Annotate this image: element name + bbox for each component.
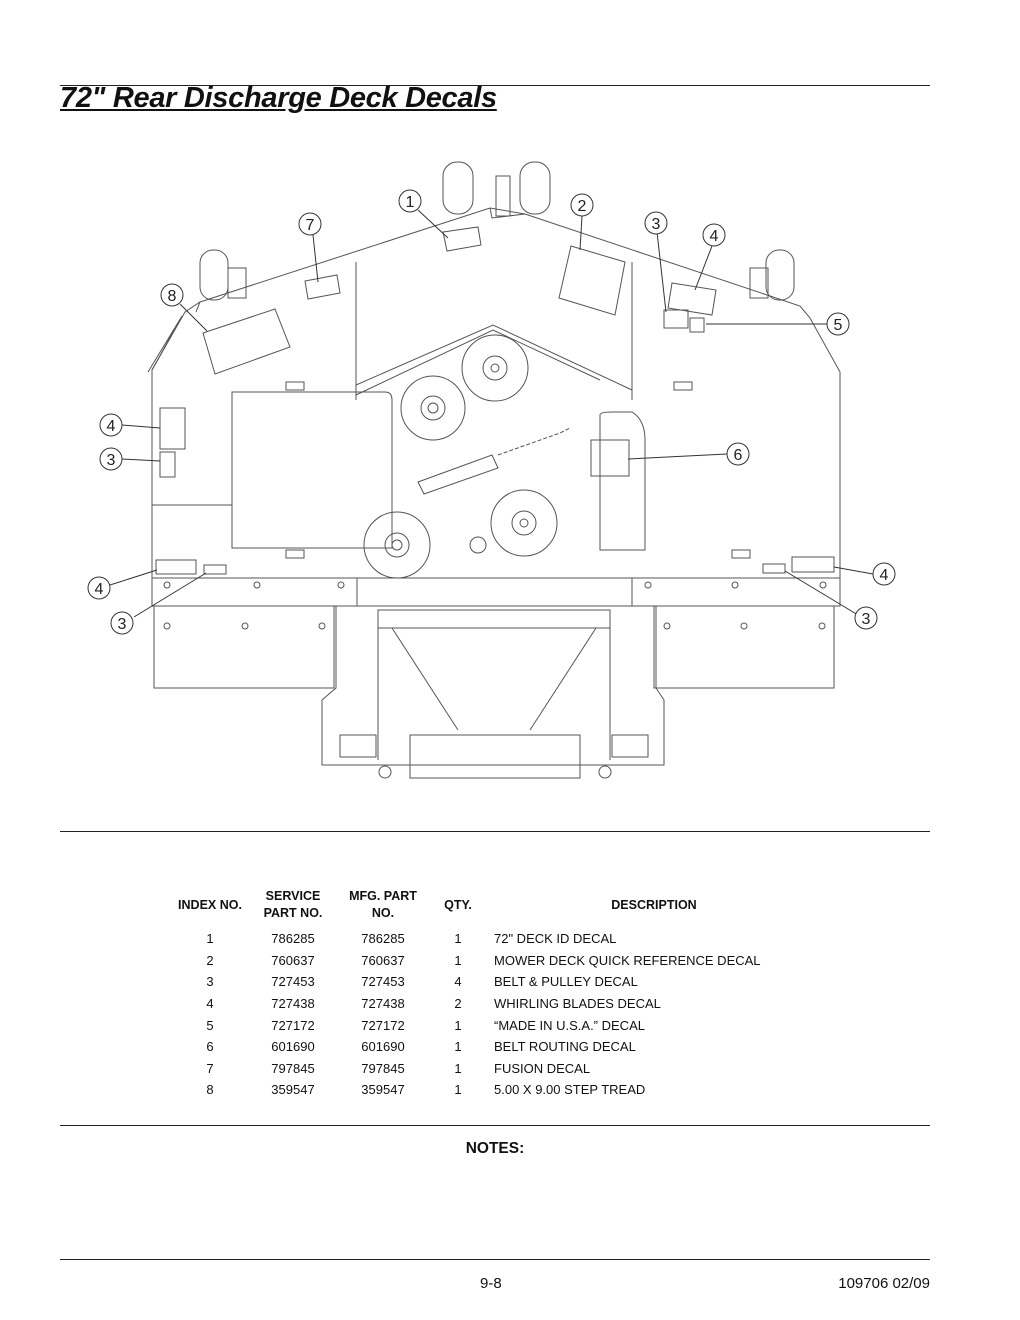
table-bottom-rule	[60, 1125, 930, 1126]
table-row: 3 727453 727453 4 BELT & PULLEY DECAL	[168, 971, 824, 993]
callout-label: 5	[834, 317, 843, 334]
callout-label: 6	[734, 447, 743, 464]
callout-label: 8	[168, 288, 177, 305]
callout-label: 4	[880, 567, 889, 584]
callout-label: 3	[862, 611, 871, 628]
cell-qty: 1	[454, 952, 462, 968]
header-mfg-part: MFG. PART NO.	[334, 886, 432, 928]
table-row: 2 760637 760637 1 MOWER DECK QUICK REFER…	[168, 950, 824, 972]
cell-mfg-part: 727453	[361, 974, 405, 990]
cell-service-part: 601690	[271, 1039, 315, 1055]
cell-index: 4	[206, 996, 214, 1012]
cell-mfg-part: 786285	[361, 931, 405, 947]
cell-description: 72" DECK ID DECAL	[494, 931, 617, 947]
table-row: 6 601690 601690 1 BELT ROUTING DECAL	[168, 1036, 824, 1058]
cell-service-part: 727172	[271, 1017, 315, 1033]
cell-service-part: 797845	[271, 1060, 315, 1076]
cell-description: BELT ROUTING DECAL	[494, 1039, 636, 1055]
cell-description: “MADE IN U.S.A.” DECAL	[494, 1017, 645, 1033]
callout-label: 3	[652, 216, 661, 233]
callout-label: 4	[107, 418, 116, 435]
cell-description: 5.00 X 9.00 STEP TREAD	[494, 1082, 646, 1098]
cell-qty: 1	[454, 1060, 462, 1076]
header-service-line2: PART NO.	[263, 906, 323, 920]
cell-index: 7	[206, 1060, 214, 1076]
cell-description: WHIRLING BLADES DECAL	[494, 996, 661, 1012]
callout-label: 4	[710, 228, 719, 245]
cell-mfg-part: 727172	[361, 1017, 405, 1033]
cell-qty: 1	[454, 931, 462, 947]
cell-mfg-part: 359547	[361, 1082, 405, 1098]
page-number: 9-8	[480, 1275, 502, 1292]
cell-index: 8	[206, 1082, 214, 1098]
table-row: 4 727438 727438 2 WHIRLING BLADES DECAL	[168, 993, 824, 1015]
cell-description: FUSION DECAL	[494, 1060, 591, 1076]
cell-qty: 1	[454, 1039, 462, 1055]
cell-qty: 4	[454, 974, 462, 990]
cell-qty: 1	[454, 1082, 462, 1098]
cell-index: 2	[206, 952, 214, 968]
cell-index: 3	[206, 974, 214, 990]
header-mfg-line1: MFG. PART	[349, 889, 417, 903]
callout-label: 7	[306, 217, 315, 234]
top-rule	[60, 85, 930, 86]
page-title: 72" Rear Discharge Deck Decals	[60, 82, 497, 114]
cell-qty: 2	[454, 996, 462, 1012]
cell-mfg-part: 727438	[361, 996, 405, 1012]
deck-decal-diagram: 1 2 3 4 5 6 7 8 4 3 4 3 4 3	[87, 161, 896, 779]
table-row: 5 727172 727172 1 “MADE IN U.S.A.” DECAL	[168, 1014, 824, 1036]
parts-table: INDEX NO. SERVICE PART NO. MFG. PART NO.…	[168, 886, 824, 1101]
cell-description: BELT & PULLEY DECAL	[494, 974, 638, 990]
cell-index: 5	[206, 1017, 214, 1033]
table-row: 8 359547 359547 1 5.00 X 9.00 STEP TREAD	[168, 1079, 824, 1101]
header-mfg-line2: NO.	[371, 906, 395, 920]
header-qty: QTY.	[444, 897, 472, 912]
notes-label: NOTES:	[465, 1140, 525, 1157]
cell-service-part: 727438	[271, 996, 315, 1012]
header-service-part: SERVICE PART NO.	[252, 886, 334, 928]
cell-mfg-part: 797845	[361, 1060, 405, 1076]
cell-mfg-part: 760637	[361, 952, 405, 968]
document-id: 109706 02/09	[838, 1275, 930, 1292]
header-description: DESCRIPTION	[611, 897, 697, 912]
cell-index: 1	[206, 931, 214, 947]
table-row: 1 786285 786285 1 72" DECK ID DECAL	[168, 928, 824, 950]
cell-service-part: 760637	[271, 952, 315, 968]
cell-service-part: 359547	[271, 1082, 315, 1098]
header-service-line1: SERVICE	[265, 889, 321, 903]
cell-index: 6	[206, 1039, 214, 1055]
cell-description: MOWER DECK QUICK REFERENCE DECAL	[494, 952, 761, 968]
callout-label: 4	[95, 581, 104, 598]
callout-label: 3	[118, 616, 127, 633]
callout-label: 3	[107, 452, 116, 469]
table-row: 7 797845 797845 1 FUSION DECAL	[168, 1058, 824, 1080]
cell-mfg-part: 601690	[361, 1039, 405, 1055]
cell-qty: 1	[454, 1017, 462, 1033]
header-index: INDEX NO.	[178, 897, 242, 912]
diagram-bottom-rule	[60, 831, 930, 832]
cell-service-part: 786285	[271, 931, 315, 947]
parts-table-header: INDEX NO. SERVICE PART NO. MFG. PART NO.…	[168, 886, 824, 928]
cell-service-part: 727453	[271, 974, 315, 990]
callout-label: 1	[406, 194, 415, 211]
footer-rule	[60, 1259, 930, 1260]
callout-label: 2	[578, 198, 587, 215]
